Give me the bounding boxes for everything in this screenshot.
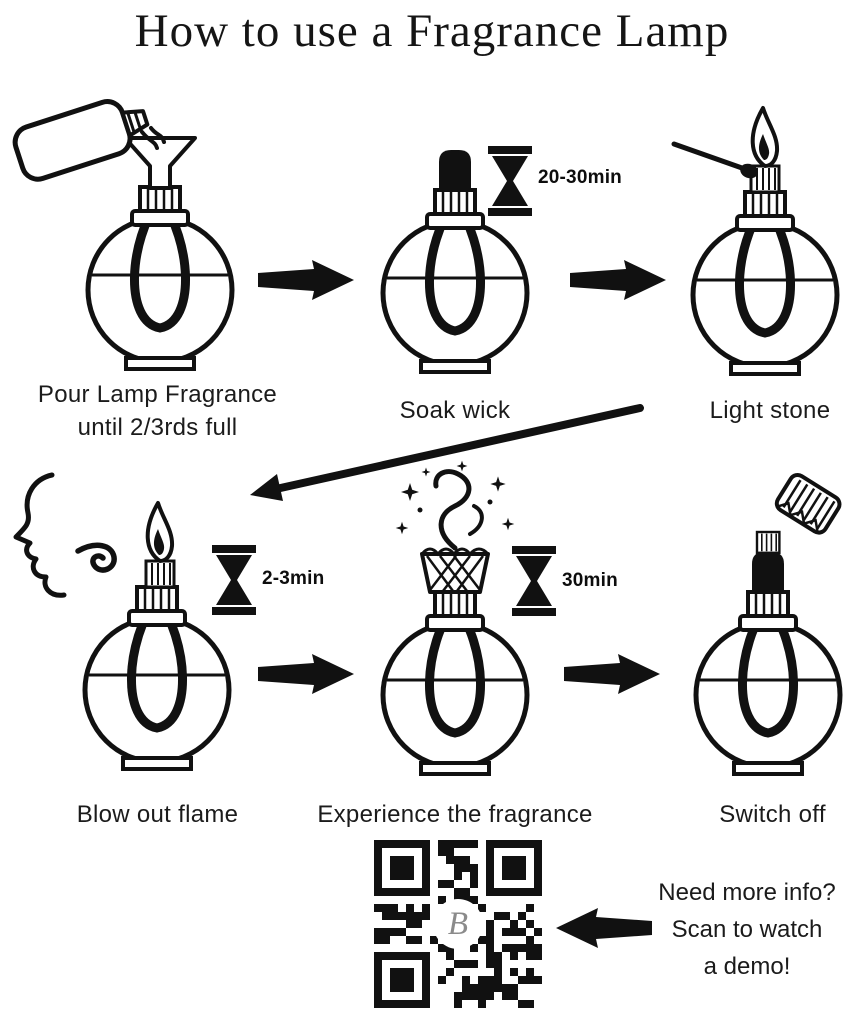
wick-cap-icon [439, 150, 471, 190]
qr-logo: B [433, 899, 483, 949]
footer-info-line1: Need more info? [658, 879, 836, 906]
fragrance-swirl-icon [395, 460, 515, 551]
caption-light: Light stone [709, 397, 831, 424]
arrow-step5-to-step6-icon [564, 654, 660, 694]
snuffer-cap-icon [752, 552, 784, 592]
flame-icon [750, 106, 780, 168]
lamp-icon [383, 592, 527, 774]
arrow-step4-to-step5-icon [258, 654, 354, 694]
arrow-step2-to-step3-icon [570, 260, 666, 300]
wick-icon [755, 530, 781, 554]
pour-bottle-icon [12, 99, 150, 182]
step-blow-illustration [13, 472, 256, 785]
experience-time-label: 30min [562, 570, 618, 591]
crown-top-icon [420, 547, 490, 594]
arrow-step1-to-step2-icon [258, 260, 354, 300]
caption-switch-off: Switch off [719, 801, 826, 828]
flame-icon [145, 501, 175, 563]
caption-pour-line2: until 2/3rds full [77, 414, 238, 441]
caption-experience: Experience the fragrance [317, 801, 593, 828]
footer-info-text: Need more info? Scan to watch a demo! [636, 874, 858, 985]
caption-soak: Soak wick [399, 397, 511, 424]
step-switch-off-illustration [663, 473, 864, 770]
hourglass-icon [488, 146, 532, 216]
caption-blow: Blow out flame [76, 801, 239, 828]
caption-pour: Pour Lamp Fragrance until 2/3rds full [15, 378, 300, 444]
match-icon [671, 141, 758, 179]
step-light-illustration [671, 106, 864, 380]
footer-info-line2: Scan to watch [671, 916, 823, 943]
lamp-icon [693, 192, 837, 374]
lamp-icon [696, 592, 840, 774]
qr-code: B [374, 840, 544, 1008]
arrow-row1-to-row2-icon [250, 404, 644, 501]
hourglass-icon [512, 546, 556, 616]
hourglass-icon [212, 545, 256, 615]
blow-swirl-icon [75, 542, 117, 573]
soak-time-label: 20-30min [538, 167, 622, 188]
lamp-icon [85, 587, 229, 769]
face-blowing-icon [13, 472, 67, 598]
lamp-icon [88, 187, 232, 369]
lamp-icon [383, 190, 527, 372]
footer-info-line3: a demo! [703, 953, 791, 980]
pour-stream-icon [140, 130, 159, 150]
blow-time-label: 2-3min [262, 568, 325, 589]
pour-stream-icon [149, 126, 166, 144]
step-pour-illustration [12, 99, 305, 380]
wick-icon [144, 559, 176, 589]
caption-pour-line1: Pour Lamp Fragrance [37, 381, 278, 408]
open-cap-icon [774, 473, 842, 535]
step-experience-illustration [350, 460, 556, 792]
page-title: How to use a Fragrance Lamp [134, 5, 730, 57]
funnel-icon [123, 136, 197, 190]
